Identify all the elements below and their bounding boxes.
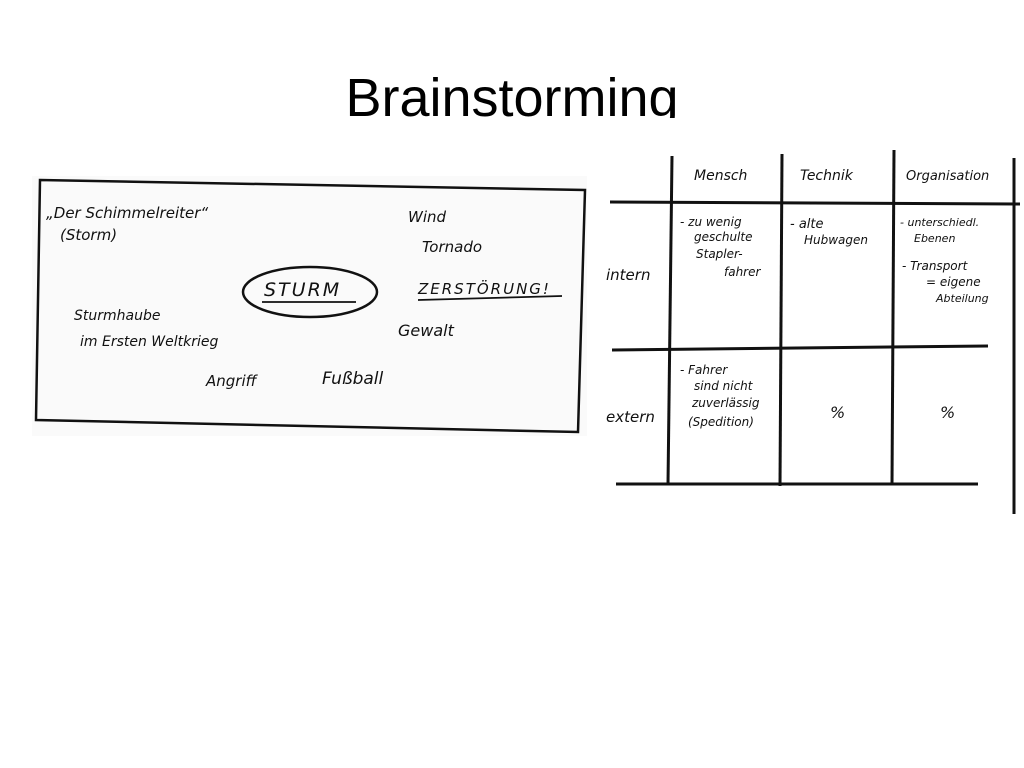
col-header-organisation: Organisation: [906, 169, 989, 184]
cell-intern-org-5: Abteilung: [935, 292, 989, 305]
table-hline-1: [609, 200, 1021, 206]
cell-extern-mensch-2: sind nicht: [694, 379, 754, 393]
sketch-zerstoerung: ZERSTÖRUNG!: [417, 279, 551, 298]
table-vline-1: [666, 155, 674, 485]
cell-intern-mensch-4: fahrer: [724, 265, 762, 279]
sketch-tornado: Tornado: [422, 238, 482, 256]
handwritten-table: Mensch Technik Organisation intern exter…: [606, 149, 1021, 514]
zerstoerung-underline: [417, 295, 563, 301]
cell-intern-mensch-2: geschulte: [694, 230, 752, 244]
sketch-gewalt: Gewalt: [398, 321, 455, 340]
cell-intern-mensch-1: - zu wenig: [680, 215, 742, 229]
sketch-sturmhaube-line1: Sturmhaube: [74, 308, 160, 324]
sketch-fussball: Fußball: [322, 369, 384, 389]
cell-intern-technik-1: - alte: [790, 217, 824, 232]
sketch-wind: Wind: [408, 208, 447, 226]
slide-title: Brainstorming: [345, 68, 679, 118]
row-header-extern: extern: [606, 408, 655, 426]
sketch-center-word: STURM: [264, 279, 341, 301]
cell-intern-org-2: Ebenen: [914, 232, 955, 245]
cell-extern-mensch-3: zuverlässig: [691, 396, 760, 410]
cell-intern-mensch-3: Stapler-: [696, 247, 743, 261]
sketch-quote-line1: „Der Schimmelreiter“: [46, 204, 208, 222]
sketch-sturmhaube-line2: im Ersten Weltkrieg: [80, 334, 219, 350]
cell-extern-organisation: %: [940, 403, 955, 422]
cell-extern-mensch-4: (Spedition): [688, 415, 754, 429]
cell-intern-org-3: - Transport: [902, 259, 969, 273]
sketch-frame: [34, 178, 587, 434]
row-header-intern: intern: [606, 266, 650, 284]
cell-intern-technik-2: Hubwagen: [804, 233, 868, 247]
col-header-technik: Technik: [800, 168, 854, 184]
cell-intern-org-1: - unterschiedl.: [900, 216, 979, 229]
cell-intern-org-4: = eigene: [926, 275, 981, 289]
sketch-background: [32, 176, 587, 436]
table-vline-3: [890, 149, 896, 485]
table-hline-2: [611, 344, 989, 352]
sketch-quote-line2: (Storm): [60, 226, 117, 244]
cell-extern-technik: %: [830, 403, 845, 422]
table-vline-2: [778, 153, 784, 487]
brainstorm-sketch: „Der Schimmelreiter“ (Storm) Wind Tornad…: [32, 176, 587, 436]
sturm-circle: [241, 265, 379, 319]
sketch-angriff: Angriff: [205, 372, 259, 390]
col-header-mensch: Mensch: [694, 168, 747, 184]
cell-extern-mensch-1: - Fahrer: [680, 363, 728, 377]
